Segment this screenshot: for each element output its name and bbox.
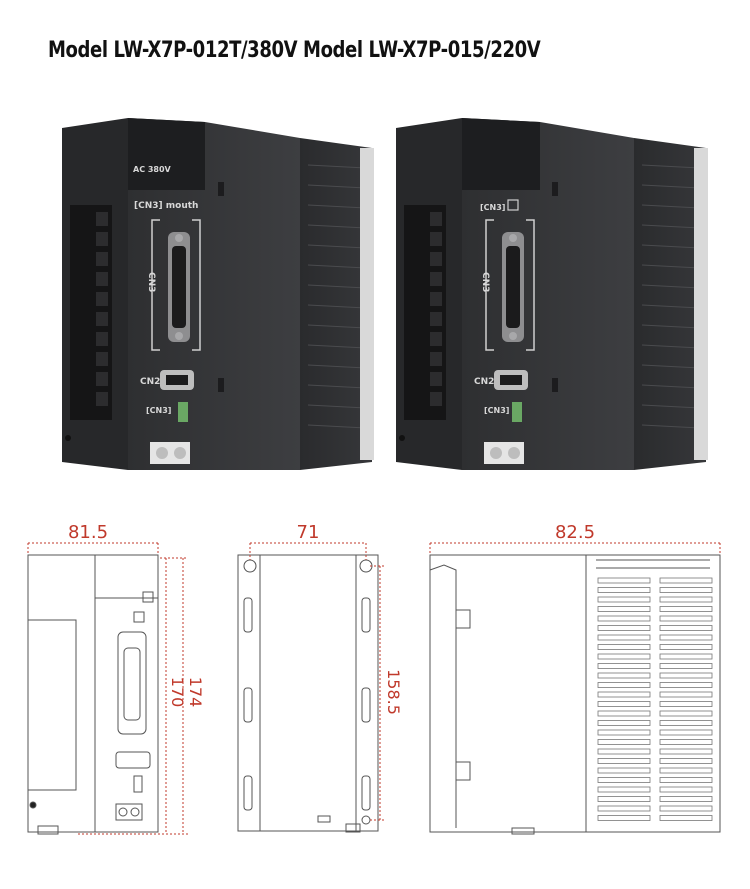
vent-slot — [597, 653, 651, 660]
side-dimensions — [429, 542, 721, 555]
vent-slot — [597, 606, 651, 612]
front-height-inner-dimension: 170 — [168, 677, 187, 708]
vent-slot — [659, 663, 713, 669]
front-width-dimension: 81.5 — [68, 522, 108, 543]
vent-slot — [659, 691, 713, 698]
vent-slot — [659, 682, 713, 688]
vent-slot — [597, 796, 651, 802]
cn2-label: CN2 — [474, 377, 494, 387]
cn3-vertical-label: CN3 — [146, 272, 156, 292]
vent-slot — [597, 777, 651, 783]
vent-slot — [659, 815, 713, 821]
vent-slot — [659, 748, 713, 755]
vent-slot — [659, 777, 713, 783]
product-photo-left: AC 380V [CN3] mouth CN3 CN2 [CN3] — [62, 118, 374, 470]
vent-slot — [597, 815, 651, 821]
vent-slot — [659, 710, 713, 717]
vent-slot — [597, 587, 651, 593]
vent-slot — [659, 739, 713, 745]
vent-slot — [659, 758, 713, 764]
vent-slot — [659, 672, 713, 679]
vent-slot — [597, 615, 651, 622]
front-dimensions — [27, 542, 188, 835]
vent-slot — [597, 729, 651, 736]
vent-slot — [659, 720, 713, 726]
side-depth-dimension: 82.5 — [555, 522, 595, 543]
vent-slot — [597, 720, 651, 726]
cn3-port-label: [CN3] — [480, 203, 505, 212]
vent-slot — [597, 663, 651, 669]
vent-slot — [659, 634, 713, 641]
page-title: Model LW-X7P-012T/380V Model LW-X7P-015/… — [48, 38, 541, 63]
cn3-usb-label: [CN3] — [146, 406, 171, 415]
vent-slot — [659, 653, 713, 660]
vent-slot — [597, 682, 651, 688]
cn3-vertical-label: CN3 — [480, 272, 490, 292]
vent-slot — [597, 634, 651, 641]
vent-slot — [597, 701, 651, 707]
voltage-label: AC 380V — [133, 165, 172, 174]
side-view-drawing — [429, 554, 721, 835]
front-view-drawing — [27, 554, 159, 835]
back-dimensions — [249, 542, 386, 821]
vent-slot — [659, 644, 713, 650]
vent-slot — [597, 691, 651, 698]
vent-slot — [597, 786, 651, 793]
vent-slot — [597, 748, 651, 755]
vent-slot — [659, 615, 713, 622]
vent-slot — [659, 606, 713, 612]
vent-slot — [597, 710, 651, 717]
vent-slot — [659, 596, 713, 603]
vent-slot — [659, 625, 713, 631]
vent-slot — [659, 767, 713, 774]
cn3-usb-label: [CN3] — [484, 406, 509, 415]
vent-slot — [659, 786, 713, 793]
vent-slot — [597, 644, 651, 650]
vent-slot — [659, 701, 713, 707]
vent-slot — [597, 767, 651, 774]
back-view-drawing — [237, 554, 379, 833]
cn3-port-label: [CN3] mouth — [134, 201, 198, 211]
vent-slot — [597, 758, 651, 764]
back-width-dimension: 71 — [297, 522, 320, 543]
vent-slot — [659, 577, 713, 584]
back-height-dimension: 158.5 — [384, 669, 403, 715]
cn2-label: CN2 — [140, 377, 160, 387]
vent-slot — [659, 805, 713, 812]
vent-slot — [597, 805, 651, 812]
vent-slot — [597, 625, 651, 631]
vent-slot — [659, 796, 713, 802]
vent-slot — [597, 577, 651, 584]
vent-slot — [597, 672, 651, 679]
vent-slot — [597, 739, 651, 745]
vent-slot — [659, 729, 713, 736]
side-vent-grid — [597, 577, 713, 821]
vent-slot — [659, 587, 713, 593]
vent-slot — [597, 596, 651, 603]
front-height-outer-dimension: 174 — [186, 677, 205, 708]
product-photo-right: [CN3] CN3 CN2 [CN3] — [396, 118, 708, 470]
